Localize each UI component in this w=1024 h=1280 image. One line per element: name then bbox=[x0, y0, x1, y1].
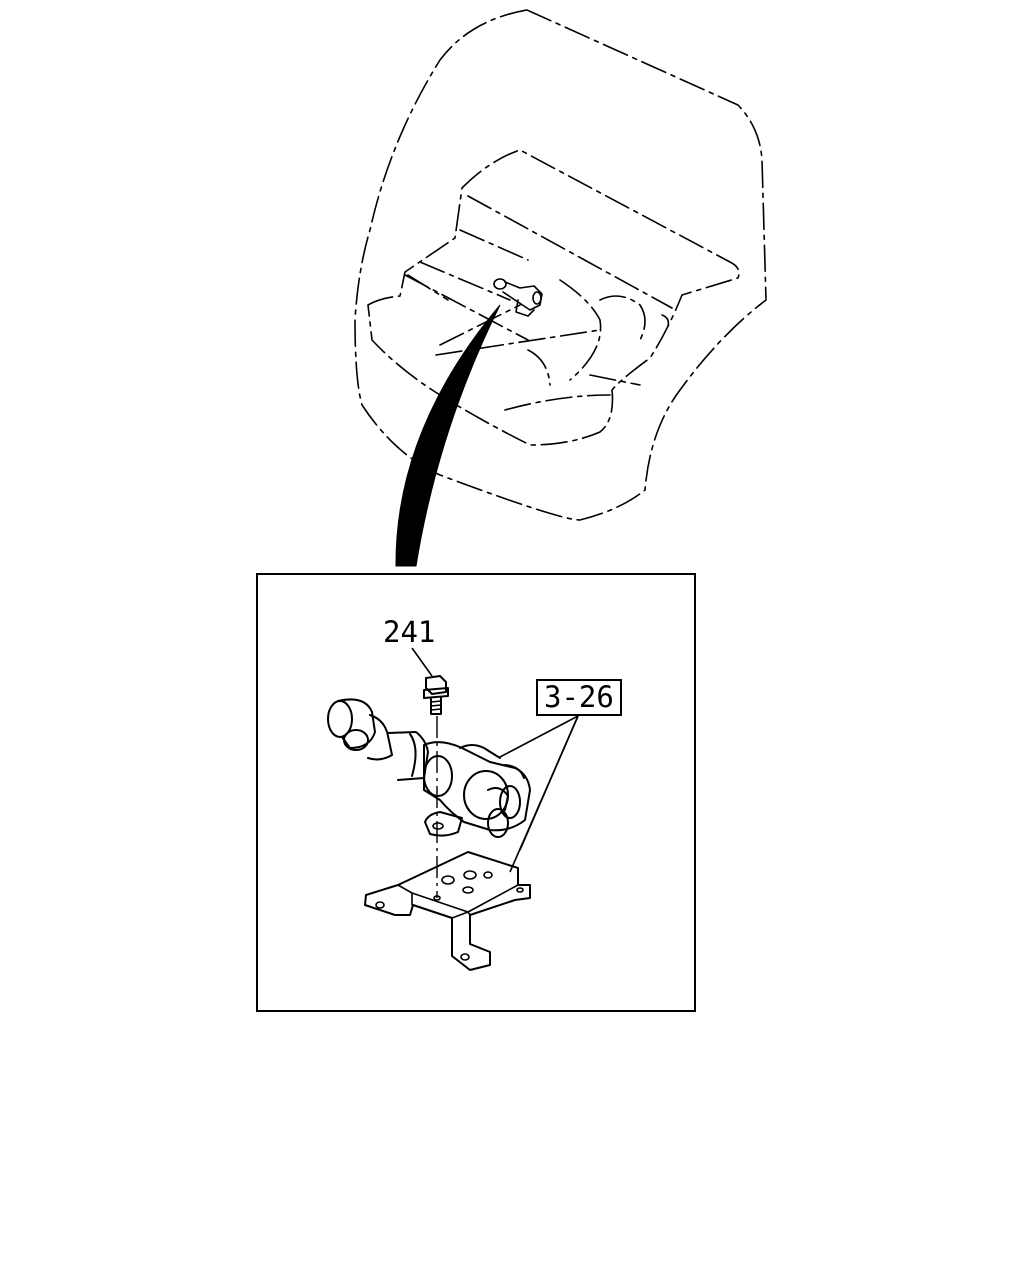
reference-box bbox=[536, 679, 622, 716]
vehicle-body-outline bbox=[354, 9, 767, 521]
valve-location-thumbnail bbox=[493, 278, 543, 317]
reference-label[interactable]: 3-26 bbox=[544, 680, 614, 714]
location-leader bbox=[395, 304, 501, 567]
part-number-leader bbox=[411, 647, 433, 677]
reference-leader-3 bbox=[509, 715, 579, 873]
bolt bbox=[423, 675, 449, 715]
reference-leader-1 bbox=[499, 715, 579, 758]
mounting-bracket bbox=[364, 851, 531, 971]
detail-box bbox=[256, 573, 696, 1012]
valve-actuator bbox=[327, 698, 531, 838]
engine-compartment bbox=[367, 149, 740, 446]
part-number-label[interactable]: 241 bbox=[383, 615, 435, 649]
